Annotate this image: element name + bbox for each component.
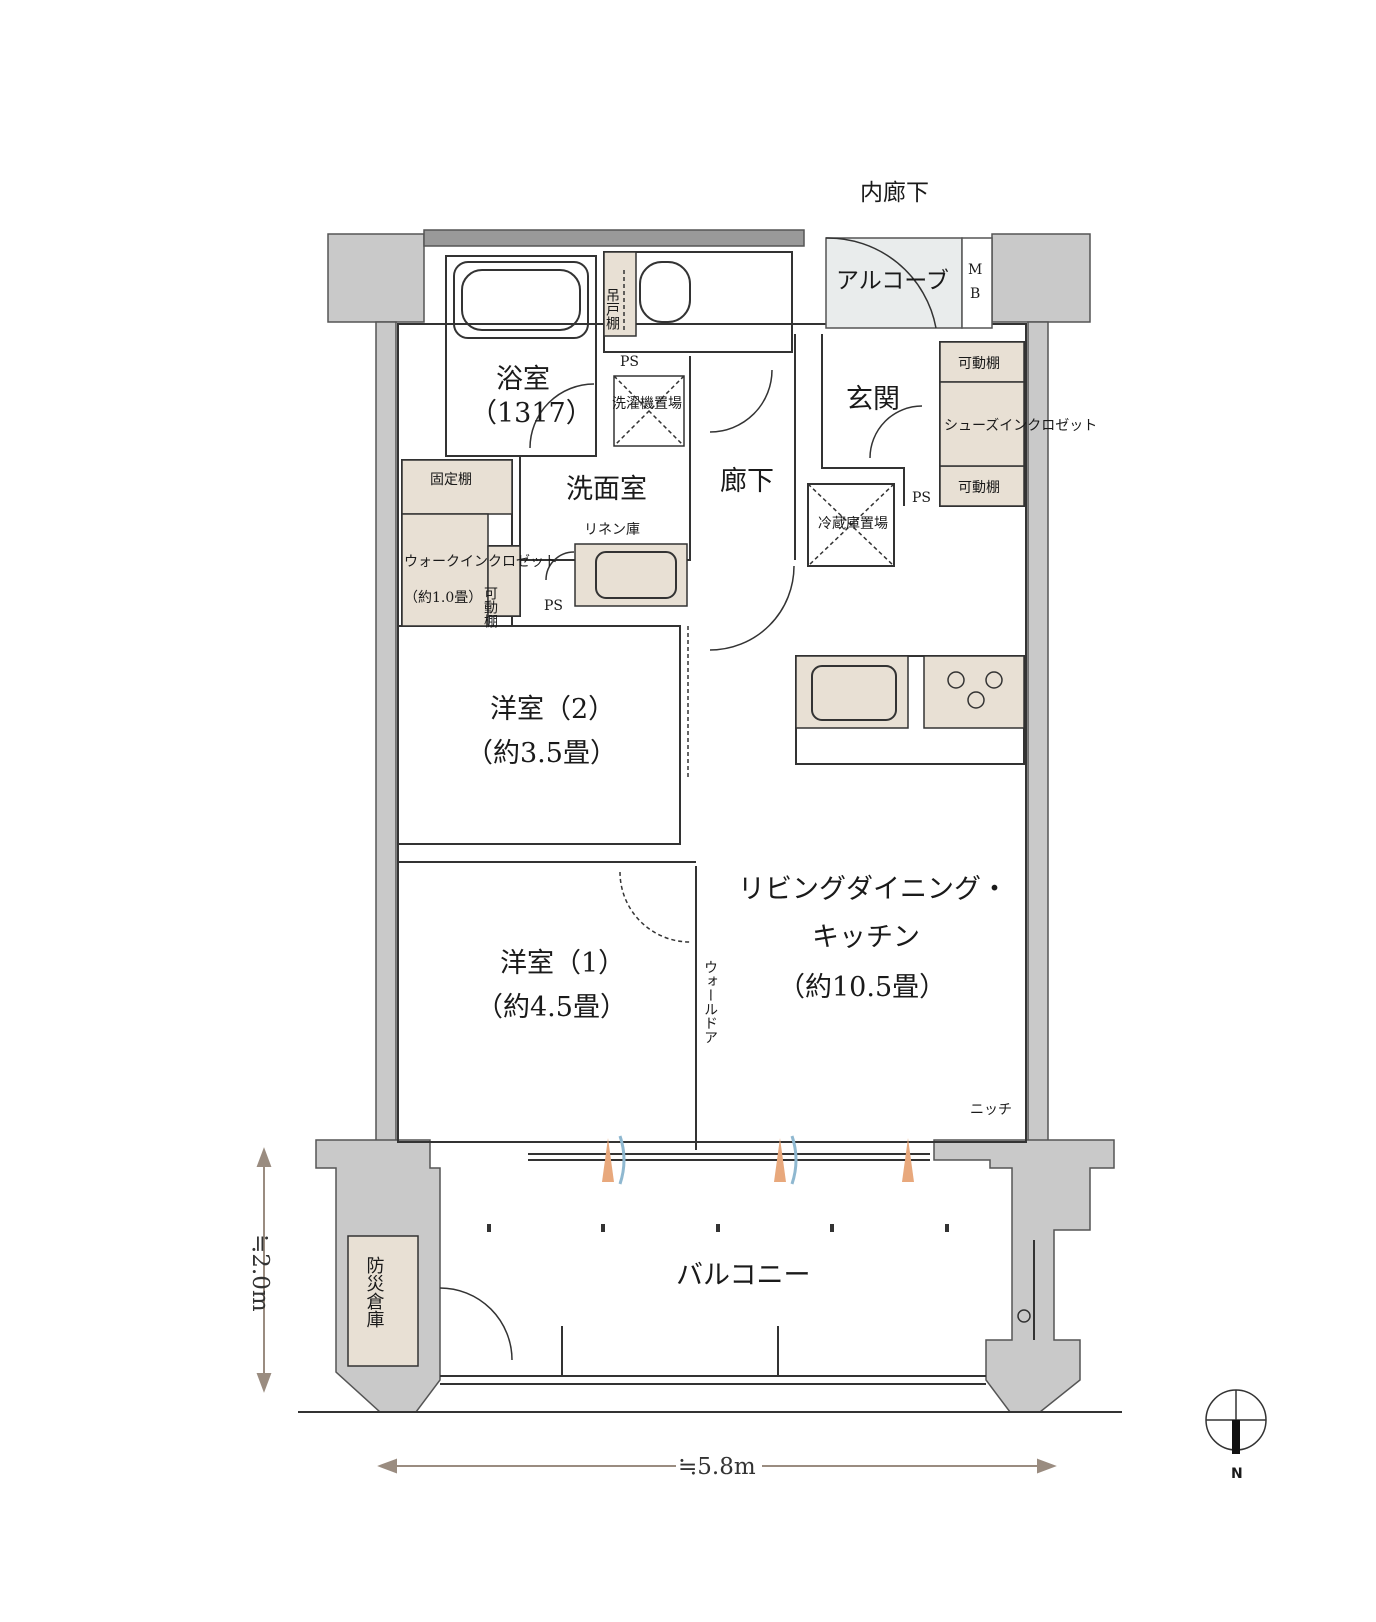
- vanity: [595, 551, 677, 599]
- dim-vertical-label: ≒2.0m: [247, 1234, 273, 1312]
- western-room-1-size-label: （約4.5畳）: [476, 992, 627, 1023]
- airflow-markers: [602, 1135, 914, 1185]
- drain-icon: [1017, 1309, 1031, 1323]
- bathtub: [453, 261, 589, 339]
- washroom-label: 洗面室: [566, 474, 647, 505]
- stove-icon: [947, 671, 1003, 709]
- mb-area: [961, 237, 993, 329]
- ldk-size-label: （約10.5畳）: [778, 972, 946, 1003]
- sliding-door-lines: [623, 270, 689, 780]
- wall-door-label: ウォールドア: [702, 960, 718, 1044]
- storage-areas: [347, 251, 1025, 1367]
- door-swings: [439, 237, 937, 1361]
- ldk-label-2: キッチン: [812, 922, 920, 953]
- ps-label-2: PS: [544, 598, 563, 614]
- washer-area-label: 洗濯機置場: [612, 396, 682, 412]
- corridor-inner-label: 内廊下: [860, 180, 929, 206]
- shoes-in-closet-label: シューズインクロゼット: [944, 418, 1097, 434]
- dim-horizontal-label: ≒5.8m: [678, 1454, 756, 1480]
- washer-area: [613, 375, 685, 447]
- dimension-horizontal: [377, 1458, 1057, 1474]
- ps-label-3: PS: [912, 490, 931, 506]
- bathroom-label: 浴室: [496, 364, 550, 395]
- mb-label-b: B: [970, 286, 980, 302]
- niche-label: ニッチ: [970, 1102, 1012, 1118]
- ps-label-1: PS: [620, 354, 639, 370]
- linen-storage-label: リネン庫: [584, 521, 640, 538]
- fridge-area-label: 冷蔵庫置場: [818, 515, 888, 532]
- hallway-label: 廊下: [720, 466, 774, 497]
- ldk-label: リビングダイニング・: [738, 874, 1008, 905]
- bathroom-size-label: （1317）: [470, 398, 593, 429]
- north-label: N: [1231, 1466, 1243, 1482]
- balcony-label: バルコニー: [676, 1260, 810, 1291]
- walk-in-closet-label: ウォークインクロゼット: [404, 554, 558, 570]
- balcony-posts: [561, 1326, 779, 1376]
- western-room-1-label: 洋室（1）: [500, 948, 625, 979]
- western-room-2-size-label: （約3.5畳）: [466, 738, 617, 769]
- structural-walls: [315, 229, 1115, 1413]
- hanging-shelf-label: 吊戸棚: [604, 288, 620, 330]
- movable-shelf-label-1: 可動棚: [958, 356, 1000, 372]
- western-room-2-label: 洋室（2）: [490, 694, 615, 725]
- movable-shelf-label-2: 可動棚: [958, 480, 1000, 496]
- kitchen-sink: [811, 665, 897, 721]
- fridge-area: [807, 483, 895, 567]
- balcony-dots: [487, 1224, 949, 1232]
- disaster-storage-label: 防災倉庫: [364, 1256, 385, 1328]
- dimension-vertical: [256, 1147, 272, 1393]
- movable-shelf-wic-label: 可動棚: [482, 586, 498, 628]
- alcove-label: アルコーブ: [836, 268, 949, 294]
- walk-in-closet-size-label: （約1.0畳）: [404, 590, 482, 606]
- entrance-label: 玄関: [846, 384, 900, 415]
- toilet: [639, 261, 691, 323]
- north-compass: [1205, 1389, 1267, 1454]
- fixed-shelf-label: 固定棚: [430, 472, 472, 488]
- mb-label-m: M: [968, 262, 982, 278]
